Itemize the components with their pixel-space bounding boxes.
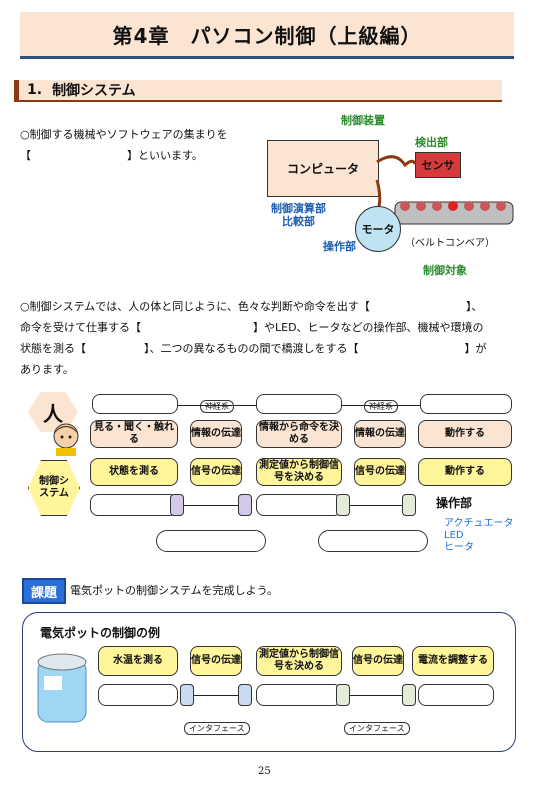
example-interface-tab-4 xyxy=(402,684,416,706)
system-step-4: 信号の伝達 xyxy=(354,458,406,486)
example-interface-tab-2 xyxy=(238,684,252,706)
example-step-4: 信号の伝達 xyxy=(352,646,404,676)
system-step-2: 信号の伝達 xyxy=(190,458,242,486)
section-title: 制御システム xyxy=(52,83,136,99)
example-panel xyxy=(22,612,516,752)
body-line-2: 命令を受けて仕事する【】やLED、ヒータなどの操作部、機械や環境の xyxy=(20,321,484,334)
actuator-item-1: アクチュエータ xyxy=(444,518,514,529)
control-system-hexagon: 制御システム xyxy=(28,460,80,516)
system-step-1: 状態を測る xyxy=(90,458,178,486)
computer-box: コンピュータ xyxy=(267,140,379,197)
example-bottom-box-3 xyxy=(418,684,494,706)
human-step-4: 情報の伝達 xyxy=(354,420,406,448)
actuator-item-3: ヒータ xyxy=(444,542,474,553)
actuator-list: アクチュエータ LED ヒータ xyxy=(444,518,514,554)
interface-label-2: インタフェース xyxy=(344,722,410,735)
example-step-1: 水温を測る xyxy=(98,646,178,676)
interface-tab-2 xyxy=(238,494,252,516)
diagram-wires xyxy=(369,155,514,225)
example-bottom-box-2 xyxy=(256,684,342,706)
control-device-label: 制御装置 xyxy=(341,114,385,127)
intro-text: ○制御する機械やソフトウェアの集まりを 【】といいます。 xyxy=(20,124,260,166)
example-step-5: 電流を調整する xyxy=(412,646,494,676)
human-step-2: 情報の伝達 xyxy=(190,420,242,448)
interface-tab-1 xyxy=(170,494,184,516)
answer-oval-1 xyxy=(156,530,266,552)
intro-line-1: ○制御する機械やソフトウェアの集まりを xyxy=(20,128,228,141)
human-step-3: 情報から命令を決める xyxy=(256,420,342,448)
human-step-5: 動作する xyxy=(418,420,512,448)
section-header: 1. 制御システム xyxy=(14,80,502,102)
human-top-box-2 xyxy=(256,394,342,414)
body-paragraph: ○制御システムでは、人の体と同じように、色々な判断や命令を出す【】、 命令を受け… xyxy=(20,296,520,380)
system-bottom-box-1 xyxy=(90,494,178,516)
interface-tab-4 xyxy=(402,494,416,516)
example-step-3: 測定値から制御信号を決める xyxy=(256,646,342,676)
child-icon xyxy=(53,423,79,456)
human-top-box-3 xyxy=(420,394,512,414)
section-number: 1. xyxy=(27,82,43,98)
motor-circle: モータ xyxy=(355,206,401,252)
belt-conveyor-label: （ベルトコンベア） xyxy=(405,238,495,249)
system-step-3: 測定値から制御信号を決める xyxy=(256,458,342,486)
example-interface-tab-3 xyxy=(336,684,350,706)
operation-label: 操作部 xyxy=(323,240,356,253)
task-text: 電気ポットの制御システムを完成しよう。 xyxy=(70,584,279,597)
human-step-1: 見る・聞く・触れる xyxy=(90,420,178,448)
example-bottom-box-1 xyxy=(98,684,178,706)
body-line-1: ○制御システムでは、人の体と同じように、色々な判断や命令を出す【】、 xyxy=(20,300,483,313)
sensor-box: センサ xyxy=(415,152,461,178)
page-number: 25 xyxy=(258,766,271,777)
system-bottom-box-2 xyxy=(256,494,342,516)
human-top-box-1 xyxy=(92,394,178,414)
answer-oval-2 xyxy=(318,530,428,552)
body-line-4: あります。 xyxy=(20,363,74,376)
example-interface-tab-1 xyxy=(180,684,194,706)
nerve-label-2: 神経系 xyxy=(364,400,398,413)
operation-unit-label: 操作部 xyxy=(436,496,473,510)
intro-line-2: 【】といいます。 xyxy=(20,149,203,162)
interface-label-1: インタフェース xyxy=(184,722,250,735)
body-line-3: 状態を測る【】、二つの異なるものの間で橋渡しをする【】が xyxy=(20,342,487,355)
control-device-diagram: 制御装置 検出部 コンピュータ センサ モータ 制御演算部比較部 操作部 （ベル… xyxy=(255,110,525,285)
system-step-5: 動作する xyxy=(418,458,512,486)
example-title: 電気ポットの制御の例 xyxy=(40,626,161,640)
chapter-title: 第4章 パソコン制御（上級編） xyxy=(20,12,514,59)
interface-tab-3 xyxy=(336,494,350,516)
detector-label: 検出部 xyxy=(415,136,448,149)
controlled-object-label: 制御対象 xyxy=(423,264,467,277)
actuator-item-2: LED xyxy=(444,530,464,541)
task-badge: 課題 xyxy=(22,578,66,604)
example-step-2: 信号の伝達 xyxy=(190,646,242,676)
nerve-label-1: 神経系 xyxy=(200,400,234,413)
calc-unit-label: 制御演算部比較部 xyxy=(271,202,326,228)
electric-pot-icon xyxy=(37,653,87,723)
